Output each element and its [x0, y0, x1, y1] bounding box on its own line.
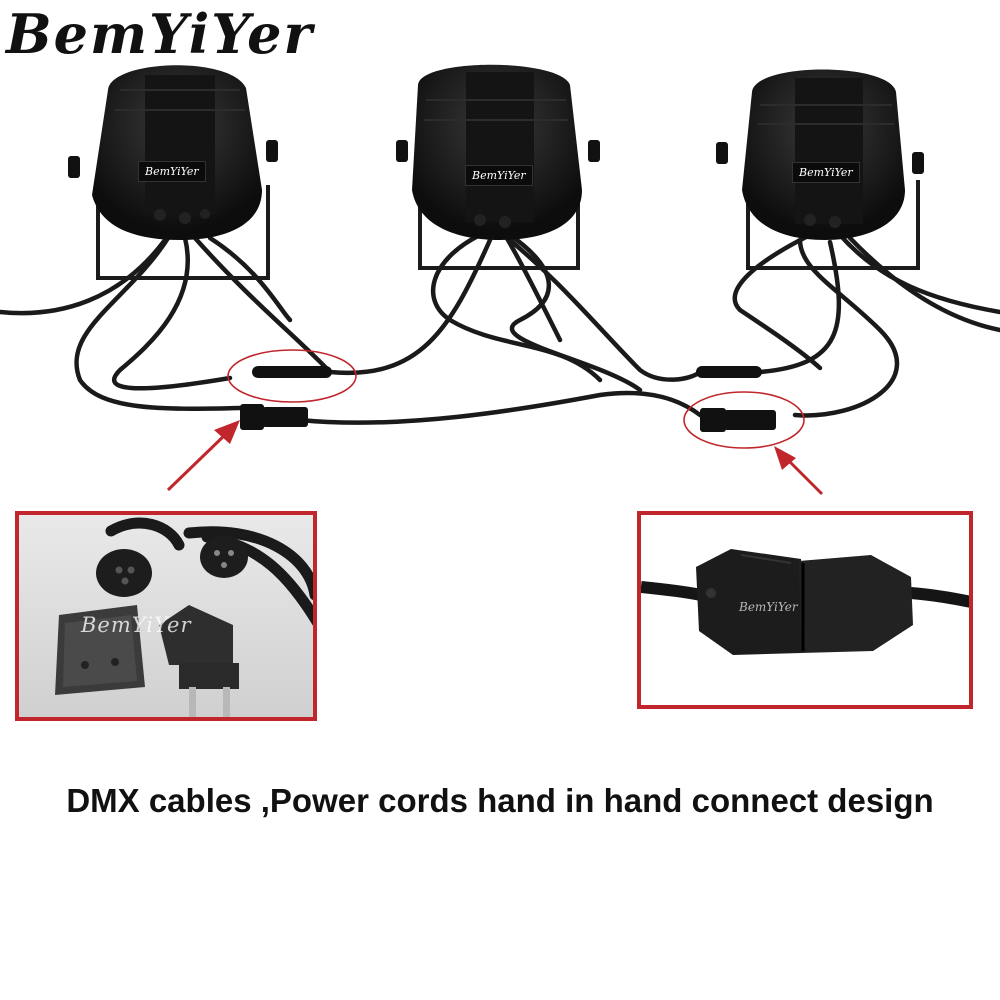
par-light-fixture-1	[68, 65, 278, 280]
connector-closeup-inset-right: BemYiYer	[637, 511, 973, 709]
connector-closeup-inset-left: BemYiYer	[15, 511, 317, 721]
caption-text: DMX cables ,Power cords hand in hand con…	[66, 782, 934, 819]
highlight-ellipses	[227, 349, 805, 449]
fixture-label-2: BemYiYer	[465, 165, 533, 186]
pointer-arrows	[166, 420, 824, 496]
par-light-fixture-2	[396, 64, 600, 270]
brand-logo: BemYiYer	[6, 2, 314, 66]
inset-right-watermark: BemYiYer	[739, 600, 798, 614]
cables	[0, 229, 1000, 425]
inset-left-watermark: BemYiYer	[81, 613, 192, 637]
par-light-fixture-3	[716, 69, 924, 270]
fixture-label-3: BemYiYer	[792, 162, 860, 183]
connector-closeup-photo-left	[19, 515, 313, 717]
inline-connectors	[240, 366, 776, 432]
connector-closeup-photo-right	[641, 515, 969, 705]
product-scene	[0, 64, 1000, 496]
fixture-label-1: BemYiYer	[138, 161, 206, 182]
